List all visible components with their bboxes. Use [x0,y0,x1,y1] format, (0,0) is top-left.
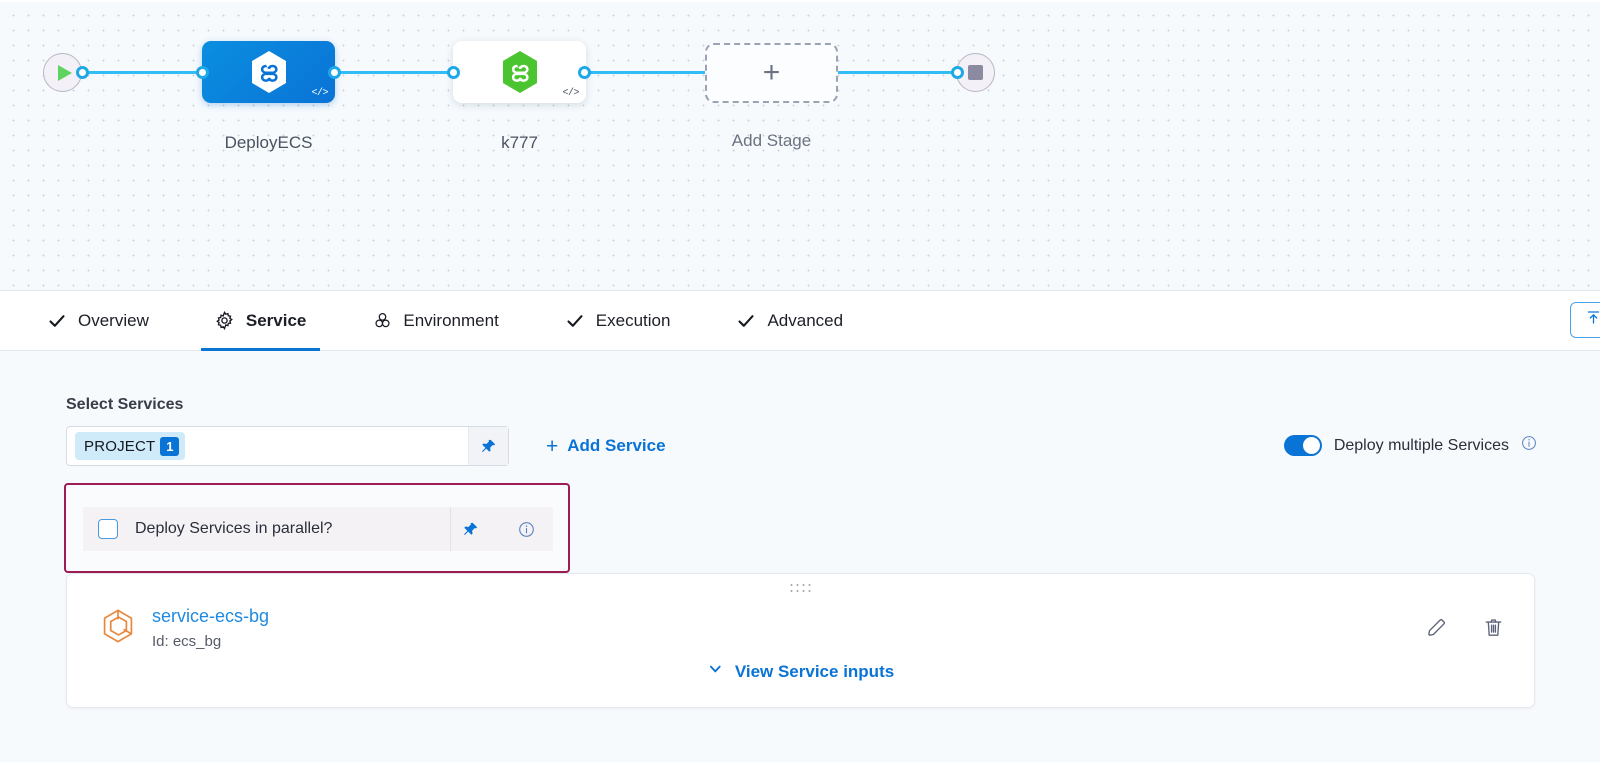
port-end-in[interactable] [951,66,964,79]
play-icon [57,64,72,81]
tab-label: Overview [78,310,149,330]
add-stage-label: Add Stage [731,131,812,150]
stage-deployecs[interactable]: </> [202,41,335,103]
tab-execution[interactable]: Execution [551,291,685,350]
trash-icon[interactable] [1482,616,1505,639]
deploy-in-parallel-checkbox[interactable] [98,519,118,539]
harness-hexagon-icon [251,51,286,93]
service-card[interactable]: service-ecs-bg Id: ecs_bg [66,573,1535,708]
scope-chip-project[interactable]: PROJECT 1 [75,432,186,460]
connector-start-to-deployecs [82,71,207,74]
port-deployecs-in[interactable] [196,66,209,79]
select-services-label: Select Services [66,396,184,413]
pin-icon[interactable] [450,507,490,551]
tab-label: Advanced [767,310,844,330]
tab-label: Environment [403,310,499,330]
info-icon[interactable] [1521,435,1537,456]
pipeline-start-node[interactable] [43,53,82,92]
check-icon [565,311,585,331]
tab-label: Service [245,310,307,330]
toggle-knob [1302,437,1320,454]
stage-code-badge[interactable]: </> [311,88,328,99]
select-services-row: PROJECT 1 + Add Service [66,426,666,466]
port-k777-in[interactable] [447,66,460,79]
service-cube-icon [99,607,137,645]
deploy-multiple-services-row: Deploy multiple Services [1283,435,1537,456]
pencil-icon[interactable] [1425,616,1448,639]
service-tab-content: Select Services PROJECT 1 + Add Service … [0,351,1600,762]
plus-icon: + [546,434,559,458]
deploy-in-parallel-row[interactable]: Deploy Services in parallel? [83,507,553,551]
service-id-text: Id: ecs_bg [152,633,222,650]
connector-addstage-to-end [828,71,958,74]
tab-advanced[interactable]: Advanced [722,291,857,350]
stage-k777[interactable]: </> [453,41,586,103]
stage-label-k777: k777 [501,133,538,152]
stage-code-badge[interactable]: </> [562,88,579,99]
deploy-in-parallel-highlight: Deploy Services in parallel? [64,483,570,573]
tab-label: Execution [595,310,671,330]
connector-deployecs-to-k777 [333,71,458,74]
drag-handle-icon[interactable] [790,584,811,593]
deploy-multiple-services-label: Deploy multiple Services [1333,436,1509,454]
add-stage-button[interactable]: + [705,43,838,103]
stage-tab-bar: Overview Service Environment Execution A… [0,291,1600,351]
pin-icon[interactable] [468,427,508,465]
canvas-top-edge [0,0,1600,2]
stage-label-deployecs: DeployECS [224,133,313,152]
port-start-out[interactable] [76,66,89,79]
tab-service[interactable]: Service [200,291,321,351]
scope-chip-count: 1 [160,436,180,456]
tab-environment[interactable]: Environment [358,291,512,350]
scope-chip-label: PROJECT [84,437,156,455]
save-as-template-icon [1585,309,1600,331]
add-service-label: Add Service [567,436,666,455]
view-service-inputs-label: View Service inputs [734,661,895,681]
check-icon [736,311,756,331]
chevron-down-icon [707,661,723,682]
deploy-in-parallel-label: Deploy Services in parallel? [135,520,333,537]
view-service-inputs-button[interactable]: View Service inputs [707,661,894,682]
harness-hexagon-icon [502,51,537,93]
pipeline-canvas[interactable]: </> DeployECS </> k777 + Add Stage [0,0,1600,291]
deploy-multiple-services-toggle[interactable] [1283,435,1322,456]
port-deployecs-out[interactable] [328,66,341,79]
port-k777-out[interactable] [578,66,591,79]
save-as-template-button[interactable]: S [1569,302,1600,338]
plus-icon: + [762,56,781,89]
check-icon [47,311,67,331]
info-icon[interactable] [518,507,535,551]
connector-k777-to-addstage [583,71,711,74]
add-service-button[interactable]: + Add Service [546,436,666,457]
tab-overview[interactable]: Overview [33,291,163,350]
cluster-icon [372,311,392,331]
gear-icon [215,311,235,331]
stop-icon [968,65,983,80]
services-multiselect[interactable]: PROJECT 1 [66,426,509,466]
service-name-link[interactable]: service-ecs-bg [152,606,270,626]
service-card-actions [1425,616,1505,639]
